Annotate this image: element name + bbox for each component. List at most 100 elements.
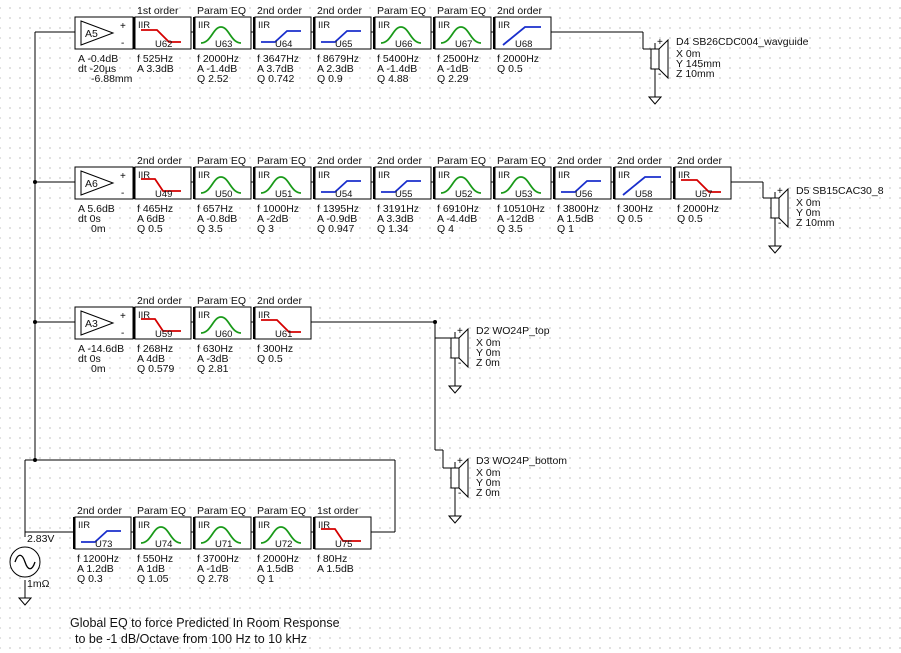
driver-param: X 0m <box>476 467 501 479</box>
filter-block-frame[interactable] <box>494 166 552 200</box>
sine-wave-icon <box>14 554 36 570</box>
filter-param: A -3dB <box>197 353 229 365</box>
amplifier-triangle-icon <box>80 20 115 46</box>
block-connector <box>433 17 435 49</box>
filter-param: f 630Hz <box>197 343 233 355</box>
filter-block-frame[interactable] <box>314 516 372 550</box>
filter-param: f 657Hz <box>197 203 233 215</box>
filter-block-frame[interactable] <box>254 516 312 550</box>
filter-id: U72 <box>275 539 292 550</box>
amplifier-param: A 5.6dB <box>78 203 115 215</box>
filter-type-label: Param EQ <box>437 5 486 17</box>
filter-block-frame[interactable] <box>134 16 192 50</box>
filter-block-frame[interactable] <box>134 516 192 550</box>
speaker-minus-sign: - <box>458 488 461 499</box>
global-eq-note: Global EQ to force Predicted In Room Res… <box>70 615 340 647</box>
filter-block-frame[interactable] <box>134 306 192 340</box>
amplifier-plus-sign: + <box>120 21 126 32</box>
filter-param: f 525Hz <box>137 53 173 65</box>
filter-param: A 6dB <box>137 213 165 225</box>
filter-block-frame[interactable] <box>434 166 492 200</box>
iir-label: IIR <box>498 20 510 31</box>
lowpass-curve-icon <box>141 29 181 43</box>
filter-id: U74 <box>155 539 172 550</box>
block-connector <box>313 517 315 549</box>
lowpass-curve-icon <box>681 179 721 193</box>
filter-param: Q 0.5 <box>677 213 703 225</box>
filter-param: Q 0.9 <box>317 73 343 85</box>
filter-block-frame[interactable] <box>374 16 432 50</box>
lowpass-curve-icon <box>261 319 301 333</box>
filter-block-frame[interactable] <box>194 516 252 550</box>
peak-curve-icon <box>200 176 242 194</box>
source-resistance: 1mΩ <box>27 578 50 590</box>
filter-block-frame[interactable] <box>374 166 432 200</box>
filter-block-frame[interactable] <box>554 166 612 200</box>
amplifier-plus-sign: + <box>120 311 126 322</box>
filter-block-frame[interactable] <box>674 166 732 200</box>
filter-block-frame[interactable] <box>254 306 312 340</box>
filter-block-frame[interactable] <box>254 16 312 50</box>
driver-2[interactable]: +-D5 SB15CAC30_8X 0mY 0mZ 10mm <box>767 185 884 254</box>
driver-param: Y 0m <box>796 207 821 219</box>
filter-block-frame[interactable] <box>614 166 672 200</box>
driver-param: Y 145mm <box>676 58 721 70</box>
filter-param: Q 1 <box>257 573 274 585</box>
ground-icon <box>447 515 463 524</box>
driver-param: Z 10mm <box>676 68 715 80</box>
shelf-curve-icon <box>381 180 421 193</box>
filter-block-frame[interactable] <box>74 516 132 550</box>
driver-param: Y 0m <box>476 347 501 359</box>
filter-block-frame[interactable] <box>194 306 252 340</box>
block-connector <box>193 517 195 549</box>
lowshelf-curve-icon <box>141 318 181 332</box>
filter-block-frame[interactable] <box>134 166 192 200</box>
amplifier-param: dt 0s <box>78 353 101 365</box>
filter-type-label: 2nd order <box>77 505 122 517</box>
filter-block-frame[interactable] <box>254 166 312 200</box>
block-connector <box>493 17 495 49</box>
filter-block-frame[interactable] <box>434 16 492 50</box>
block-connector <box>133 307 135 339</box>
filter-param: f 3647Hz <box>257 53 299 65</box>
peak-curve-icon <box>260 526 302 544</box>
filter-param: A 3.3dB <box>377 213 414 225</box>
filter-block-frame[interactable] <box>314 16 372 50</box>
filter-block-frame[interactable] <box>194 16 252 50</box>
filter-block-frame[interactable] <box>314 166 372 200</box>
speaker-icon <box>450 467 460 489</box>
filter-block-frame[interactable] <box>194 166 252 200</box>
